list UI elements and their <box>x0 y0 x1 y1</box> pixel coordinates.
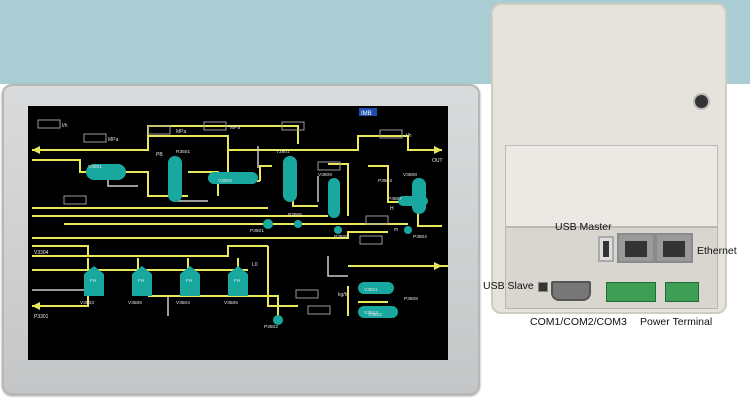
arrow-icon <box>434 146 442 154</box>
pinout-label-table <box>505 145 718 227</box>
tank-v3503 <box>84 266 104 296</box>
equipment-label: V3502 <box>218 178 232 184</box>
hmi-screen[interactable]: IMB <box>28 106 448 360</box>
tank-label: FH <box>186 278 193 284</box>
tank-labels: FH FH FH FH <box>90 278 241 284</box>
mounting-hole <box>695 95 708 108</box>
pump-p3502 <box>273 315 283 325</box>
tank-label: FH <box>138 278 145 284</box>
equipment-label: V3511 <box>364 287 378 293</box>
vessel-v3511 <box>358 282 394 294</box>
equipment-label: P3505 <box>334 234 348 240</box>
com-label: COM1/COM2/COM3 <box>530 316 627 328</box>
com-terminal-block[interactable] <box>606 282 656 302</box>
ethernet-port-1[interactable] <box>617 233 655 263</box>
equipment-labels: V3501 V3502 T3501 R3501 V3509 V3508 V350… <box>80 149 427 330</box>
title-badge: IMB <box>361 111 372 117</box>
unit-label: t/h <box>62 123 68 129</box>
equipment-label: P3507 <box>388 196 402 202</box>
unit-label: kg/h <box>338 292 348 298</box>
vessel-v3502 <box>208 172 258 184</box>
power-terminal-block[interactable] <box>665 282 699 302</box>
equipment-label: V3503 <box>80 300 94 306</box>
pump-p3506 <box>294 220 302 228</box>
equipment-label: V3508 <box>403 172 417 178</box>
unit-label: t/h <box>406 133 412 139</box>
unit-label: MPa <box>230 125 241 131</box>
equipment-label: R3501 <box>176 149 190 155</box>
tank-v3505 <box>228 266 248 296</box>
equipment-label: V3505 <box>224 300 238 306</box>
arrow-icon <box>32 302 40 310</box>
vessel-v3507 <box>398 196 428 206</box>
process-diagram: IMB <box>32 108 448 330</box>
pb-label: PB <box>156 152 163 158</box>
l0-label: L0 <box>252 262 258 268</box>
unit-label: m <box>394 227 398 233</box>
ethernet-label: Ethernet <box>697 245 737 257</box>
tank-label: FH <box>90 278 97 284</box>
equipment-label: P3506 <box>288 212 302 218</box>
arrow-icon <box>32 146 40 154</box>
usb-master-port[interactable] <box>598 236 614 262</box>
power-terminal-label: Power Terminal <box>640 316 713 328</box>
tank-v3506 <box>132 266 152 296</box>
ethernet-port-2[interactable] <box>655 233 693 263</box>
h-label: H <box>390 206 394 212</box>
unit-labels: t/h MPa MPa MPa t/h m kg/h <box>62 123 412 298</box>
tank-v3504 <box>180 266 200 296</box>
column-t3501 <box>283 156 297 202</box>
equipment-label: P3503 <box>378 178 392 184</box>
column-v3509 <box>328 178 340 218</box>
equipment-label: V3510 <box>368 312 382 318</box>
outlet-label: P3301 <box>34 314 49 320</box>
column-r3501 <box>168 156 182 202</box>
unit-label: MPa <box>176 129 187 135</box>
inlet-label: V3304 <box>34 250 49 256</box>
equipment-label: V3509 <box>318 172 332 178</box>
usb-slave-label: USB Slave <box>483 280 534 292</box>
outlet-label-right: OUT <box>432 158 443 164</box>
equipment-label: V3506 <box>128 300 142 306</box>
pump-p3504 <box>404 226 412 234</box>
equipment-label: P3508 <box>404 296 418 302</box>
usb-slave-port[interactable] <box>538 282 548 292</box>
equipment-label: V3501 <box>88 164 102 170</box>
pump-p3501 <box>263 219 273 229</box>
stream-labels: V3304 P3301 OUT PB L0 H <box>34 152 443 320</box>
com-port-db9[interactable] <box>551 281 591 301</box>
equipment-label: P3504 <box>413 234 427 240</box>
arrow-icon <box>434 262 442 270</box>
equipment-label: P3501 <box>250 228 264 234</box>
equipment-label: T3501 <box>276 149 290 155</box>
equipment-label: V3504 <box>176 300 190 306</box>
vessels <box>84 156 428 325</box>
tank-label: FH <box>234 278 241 284</box>
unit-label: MPa <box>108 137 119 143</box>
pump-p3505 <box>334 226 342 234</box>
usb-master-label: USB Master <box>555 221 612 233</box>
readout-boxes <box>37 119 403 315</box>
equipment-label: P3502 <box>264 324 278 330</box>
flow-arrows <box>32 146 442 310</box>
title-badge-box <box>359 108 377 116</box>
vessel-v3501 <box>86 164 126 180</box>
equipment-label: V3512 <box>364 310 378 316</box>
vessel-v3510 <box>358 306 398 318</box>
